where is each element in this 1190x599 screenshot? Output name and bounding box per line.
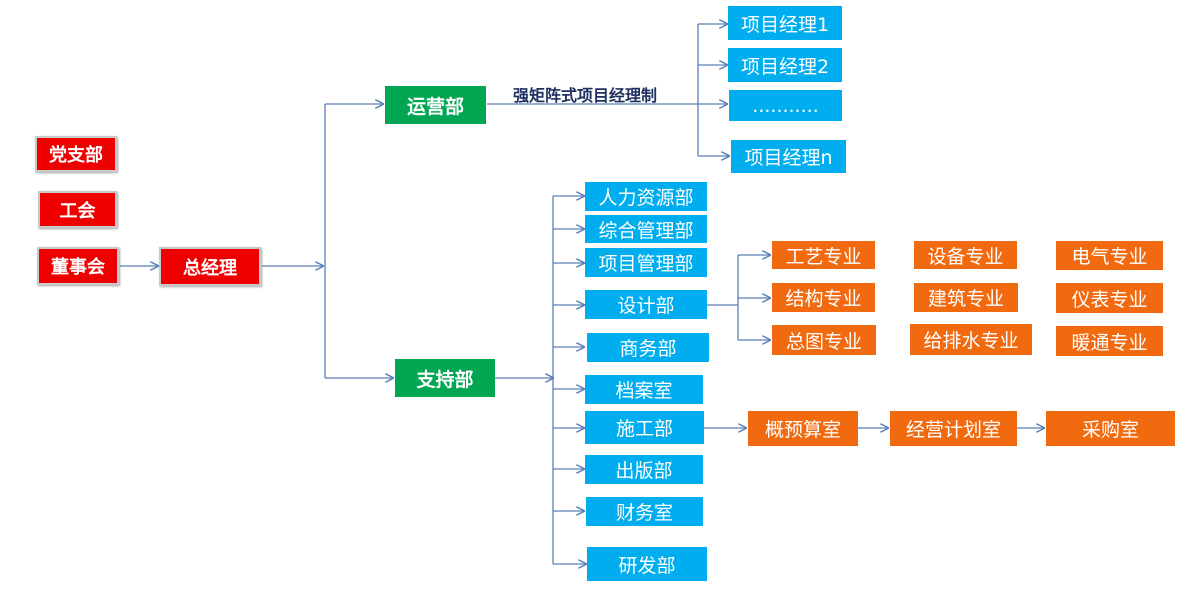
support-dept-label: 支持部 <box>416 368 474 391</box>
dept-design-label: 设计部 <box>617 295 675 317</box>
purchasing-office-label: 采购室 <box>1081 419 1139 441</box>
dept-admin-box: 综合管理部 <box>585 215 707 243</box>
dept-admin-label: 综合管理部 <box>598 219 694 242</box>
spec-electrical-label: 电气专业 <box>1071 246 1148 268</box>
spec-process-label: 工艺专业 <box>785 245 862 268</box>
spec-architecture-label: 建筑专业 <box>927 288 1004 310</box>
dept-business-box: 商务部 <box>587 333 709 362</box>
pm-box-ellipsis: ........... <box>729 90 842 121</box>
spec-structure-label: 结构专业 <box>785 288 862 310</box>
spec-equipment-box: 设备专业 <box>914 241 1017 269</box>
support-dept-box: 支持部 <box>395 359 495 397</box>
spec-equipment-label: 设备专业 <box>927 245 1004 268</box>
board-label: 董事会 <box>51 257 105 278</box>
operations-dept-box: 运营部 <box>385 86 486 124</box>
pm-label-ellipsis: ........... <box>752 94 819 117</box>
dept-hr-box: 人力资源部 <box>585 182 707 211</box>
spec-instrument-label: 仪表专业 <box>1071 288 1148 311</box>
spec-process-box: 工艺专业 <box>772 241 875 269</box>
general-manager-label: 总经理 <box>183 257 237 279</box>
spec-plumbing-label: 给排水专业 <box>923 330 1019 352</box>
general-manager-box: 总经理 <box>159 247 261 286</box>
party-branch-label: 党支部 <box>49 145 103 166</box>
spec-hvac-label: 暖通专业 <box>1071 331 1148 354</box>
pm-label-n: 项目经理n <box>744 147 833 169</box>
budget-office-label: 概预算室 <box>764 419 841 441</box>
dept-business-label: 商务部 <box>619 338 677 360</box>
union-label: 工会 <box>59 200 96 222</box>
party-branch-box: 党支部 <box>35 136 117 172</box>
dept-publishing-label: 出版部 <box>615 460 673 482</box>
spec-architecture-box: 建筑专业 <box>914 283 1018 312</box>
pm-box-1: 项目经理1 <box>728 6 842 40</box>
dept-project-mgmt-box: 项目管理部 <box>585 248 707 277</box>
union-box: 工会 <box>38 191 117 228</box>
dept-rnd-label: 研发部 <box>618 554 676 577</box>
pm-box-n: 项目经理n <box>731 140 846 173</box>
spec-instrument-box: 仪表专业 <box>1056 283 1163 313</box>
dept-design-box: 设计部 <box>585 290 707 319</box>
dept-archive-box: 档案室 <box>585 375 703 404</box>
budget-office-box: 概预算室 <box>748 411 858 446</box>
dept-rnd-box: 研发部 <box>587 547 707 581</box>
dept-construction-label: 施工部 <box>615 418 673 440</box>
spec-site-plan-label: 总图专业 <box>785 330 862 353</box>
planning-office-box: 经营计划室 <box>890 411 1017 446</box>
board-box: 董事会 <box>37 247 119 285</box>
spec-plumbing-box: 给排水专业 <box>910 324 1032 355</box>
dept-archive-label: 档案室 <box>615 380 673 402</box>
operations-dept-label: 运营部 <box>406 95 464 118</box>
dept-hr-label: 人力资源部 <box>598 187 694 209</box>
dept-finance-label: 财务室 <box>615 502 673 524</box>
pm-label-2: 项目经理2 <box>740 55 830 78</box>
dept-publishing-box: 出版部 <box>585 455 703 484</box>
pm-label-1: 项目经理1 <box>740 13 830 36</box>
planning-office-label: 经营计划室 <box>905 419 1001 441</box>
spec-hvac-box: 暖通专业 <box>1056 326 1163 356</box>
spec-electrical-box: 电气专业 <box>1056 241 1163 270</box>
spec-site-plan-box: 总图专业 <box>772 325 876 355</box>
dept-finance-box: 财务室 <box>586 497 703 526</box>
dept-project-mgmt-label: 项目管理部 <box>598 253 694 275</box>
pm-box-2: 项目经理2 <box>728 48 842 82</box>
matrix-caption: 强矩阵式项目经理制 <box>513 86 658 105</box>
spec-structure-box: 结构专业 <box>772 283 875 312</box>
dept-construction-box: 施工部 <box>585 411 704 444</box>
purchasing-office-box: 采购室 <box>1046 411 1175 446</box>
